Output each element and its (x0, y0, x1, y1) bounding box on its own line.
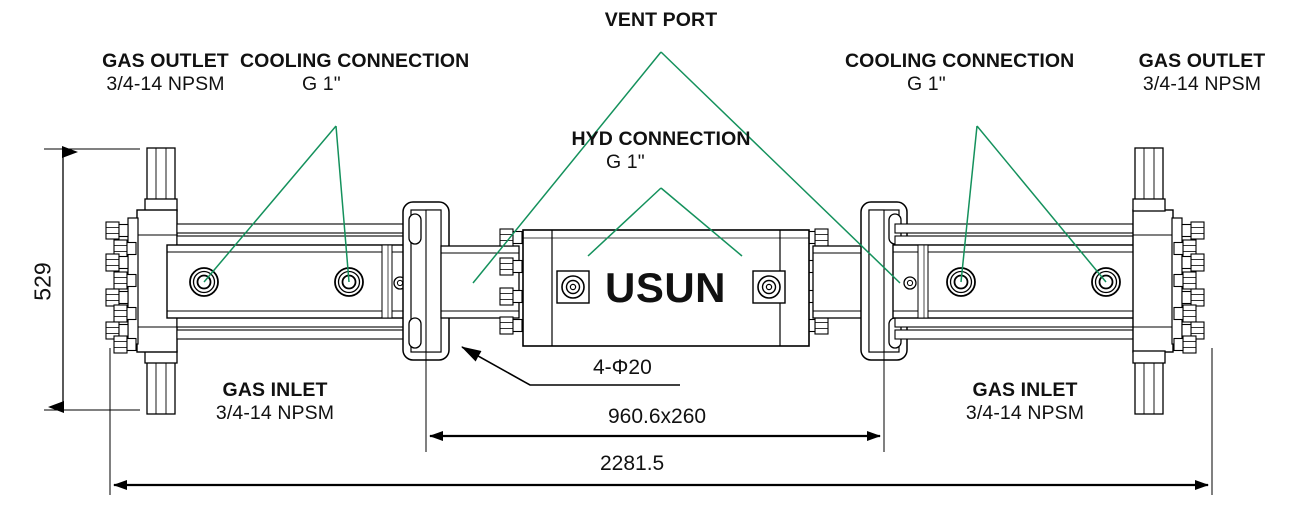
callout-gas-inlet-right: GAS INLET 3/4-14 NPSM (930, 379, 1120, 425)
flange-slot-top-left (408, 213, 422, 245)
leader-mounting-holes (461, 346, 680, 386)
callout-leader-lines (203, 51, 1107, 284)
leader-cooling-left-b (335, 125, 350, 283)
callout-vent-port: VENT PORT (561, 9, 761, 32)
right-cylinder-assembly (892, 147, 1205, 415)
dimension-height-529 (44, 146, 140, 413)
callout-gas-outlet-right: GAS OUTLET 3/4-14 NPSM (1112, 50, 1292, 96)
callout-cooling-connection-right-line2: G 1" (907, 73, 946, 95)
center-hydraulic-block (499, 228, 829, 347)
left-gas-inlet-stub (144, 350, 178, 415)
callout-cooling-connection-left-line1: COOLING CONNECTION (240, 50, 470, 72)
left-cylinder-assembly (105, 147, 418, 415)
callout-gas-outlet-left-line2: 3/4-14 NPSM (106, 73, 225, 95)
leader-cooling-right-b (976, 125, 1107, 283)
dimension-label-mounting-holes: 4-Φ20 (593, 356, 652, 379)
callout-gas-outlet-right-line1: GAS OUTLET (1138, 50, 1266, 72)
callout-vent-port-line1: VENT PORT (604, 9, 718, 31)
left-tie-rods-lower (176, 317, 416, 340)
right-mounting-flange (860, 201, 908, 361)
callout-hyd-connection: HYD CONNECTION G 1" (561, 128, 761, 174)
callout-gas-inlet-right-line2: 3/4-14 NPSM (965, 402, 1085, 424)
dimension-label-529: 529 (29, 262, 56, 301)
left-center-shaft (440, 245, 520, 319)
dimension-label-overall-length: 2281.5 (600, 452, 665, 475)
callout-gas-inlet-left-line1: GAS INLET (222, 379, 328, 401)
left-gas-outlet-stub (144, 147, 178, 212)
hyd-connection-port-right (752, 270, 786, 304)
leader-cooling-left-a (203, 125, 337, 283)
callout-gas-inlet-left-line2: 3/4-14 NPSM (215, 402, 335, 424)
callout-gas-inlet-right-line1: GAS INLET (972, 379, 1078, 401)
callout-cooling-connection-right-line1: COOLING CONNECTION (845, 50, 1075, 72)
brand-label-usun: USUN (605, 264, 727, 311)
leader-vent-port-left (472, 51, 662, 284)
dimension-label-mounting-pattern: 960.6x260 (608, 405, 707, 428)
right-gas-outlet-stub (1132, 147, 1166, 212)
callout-hyd-connection-line1: HYD CONNECTION (571, 128, 751, 150)
right-tie-rods-upper (894, 223, 1134, 246)
callout-cooling-connection-left: COOLING CONNECTION G 1" (240, 50, 480, 96)
flange-slot-bottom-left (408, 317, 422, 349)
callout-gas-outlet-left-line1: GAS OUTLET (102, 50, 229, 72)
leader-hyd-left (587, 187, 662, 257)
callout-gas-inlet-left: GAS INLET 3/4-14 NPSM (180, 379, 370, 425)
leader-cooling-right-a (960, 125, 978, 283)
callout-cooling-connection-left-line2: G 1" (302, 73, 341, 95)
leader-hyd-right (660, 187, 743, 257)
left-tie-rods-upper (176, 223, 416, 246)
callout-hyd-connection-line2: G 1" (606, 151, 645, 173)
callout-cooling-connection-right: COOLING CONNECTION G 1" (845, 50, 1095, 96)
callout-gas-outlet-left: GAS OUTLET 3/4-14 NPSM (78, 50, 253, 96)
callout-gas-outlet-right-line2: 3/4-14 NPSM (1142, 73, 1262, 95)
right-gas-inlet-stub (1132, 350, 1166, 415)
right-tie-rods-lower (894, 317, 1134, 340)
leader-vent-port-right (660, 51, 901, 284)
hyd-connection-port-left (556, 270, 590, 304)
